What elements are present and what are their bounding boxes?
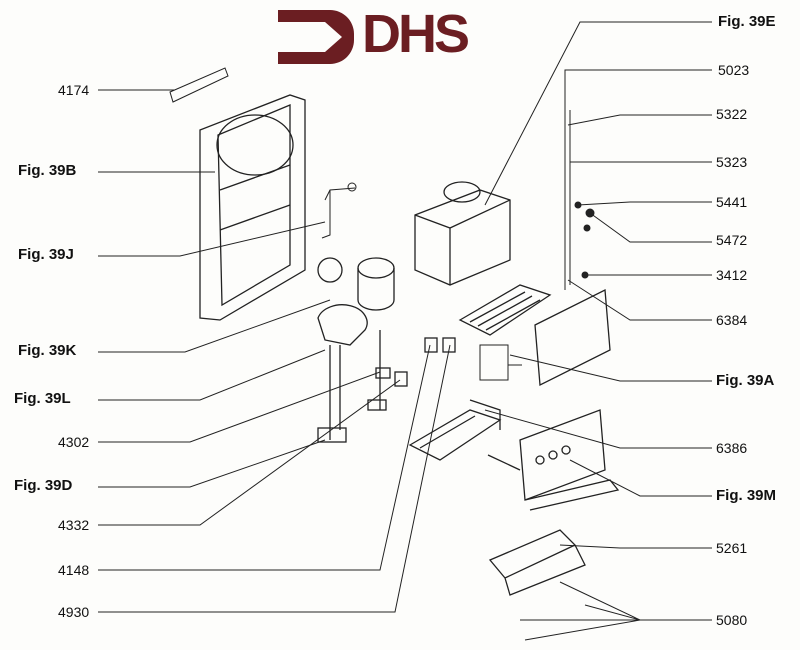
label-6386: 6386 (716, 440, 748, 456)
dhs-logo: DHS (362, 4, 470, 64)
part-fig-39j-pipe (321, 182, 357, 239)
label-4332: 4332 (58, 517, 90, 533)
label-5472: 5472 (716, 232, 748, 248)
label-fig-39b: Fig. 39B (18, 162, 77, 179)
label-5322: 5322 (716, 106, 748, 122)
label-fig-39m: Fig. 39M (716, 487, 777, 504)
part-fig-39a-valve (479, 344, 522, 381)
label-fig-39j: Fig. 39J (18, 246, 74, 263)
label-5023: 5023 (718, 62, 750, 78)
part-fig-39b-frame (199, 94, 306, 321)
label-5323: 5323 (716, 154, 748, 170)
label-5441: 5441 (716, 194, 748, 210)
part-fasteners (574, 201, 595, 279)
label-fig-39a: Fig. 39A (716, 372, 775, 389)
part-6386-tray (408, 399, 502, 461)
part-gas-valve (317, 257, 456, 443)
part-fig-39e-heat-exchanger (414, 181, 511, 286)
label-fig-39k: Fig. 39K (18, 342, 77, 359)
label-fig-39d: Fig. 39D (14, 477, 73, 494)
label-4930: 4930 (58, 604, 90, 620)
leader-lines-left (98, 89, 451, 613)
leader-lines-right (484, 21, 712, 641)
label-5261: 5261 (716, 540, 748, 556)
label-5080: 5080 (716, 612, 748, 628)
label-3412: 3412 (716, 267, 748, 283)
part-4174-bracket (169, 67, 229, 103)
label-4148: 4148 (58, 562, 90, 578)
part-6384-panel (534, 288, 611, 387)
label-fig-39l: Fig. 39L (14, 390, 71, 407)
label-4174: 4174 (58, 82, 90, 98)
label-4302: 4302 (58, 434, 90, 450)
part-burner (458, 284, 552, 336)
dhs-logo-mark (278, 10, 354, 64)
part-fig-39m-control-panel (487, 409, 620, 511)
label-fig-39e: Fig. 39E (718, 13, 776, 30)
part-5261-tray (488, 529, 586, 596)
part-5023-rod (564, 110, 571, 290)
label-6384: 6384 (716, 312, 748, 328)
